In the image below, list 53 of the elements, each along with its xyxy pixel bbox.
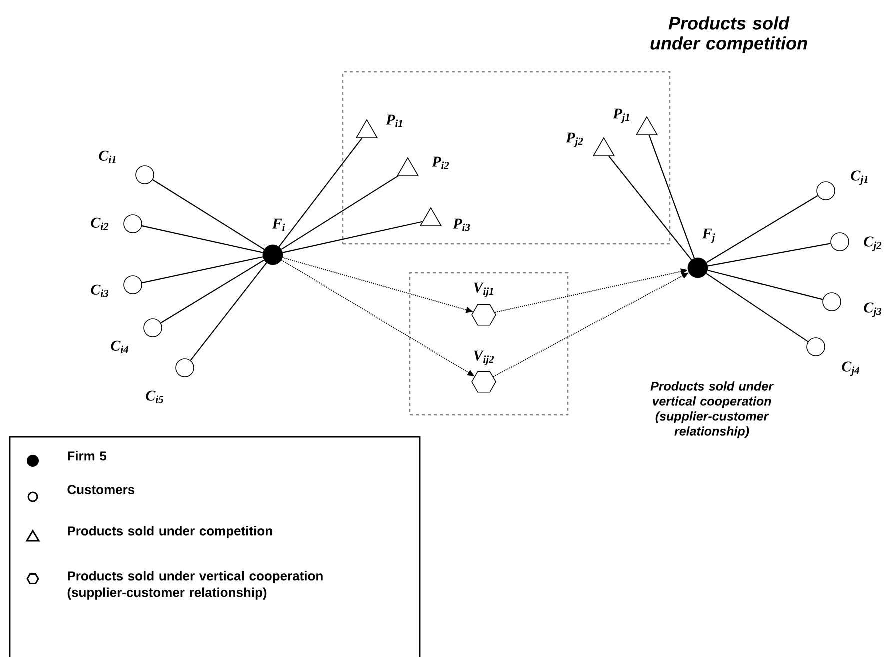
connector-line [142,226,264,254]
node-label: P$_{i2}$ [432,156,450,170]
node-label: P$_{i3}$ [453,218,470,232]
legend-entry: Firm 5 [27,451,107,467]
group-box [409,272,569,416]
node-label: C$_{i2}$ [91,218,109,230]
customer-node: C$_{i2}$ [91,214,142,234]
competition-product-node: P$_{i2}$ [396,156,450,176]
customer-node: C$_{j1}$ [816,170,868,200]
node-label: C$_{i3}$ [91,284,109,298]
customer-node: C$_{j4}$ [806,338,860,376]
node-label: C$_{j3}$ [864,302,882,318]
firm-node: F$_{j}$ [688,228,716,278]
node-label: P$_{j1}$ [613,108,630,124]
customer-node: C$_{i5}$ [146,358,194,404]
node-label: C$_{j2}$ [864,236,882,252]
connector-line [708,270,824,300]
firm-node: F$_{i}$ [262,218,286,266]
node-label: F$_{i}$ [272,218,286,232]
connector-line [160,260,265,324]
competition-product-node: P$_{i1}$ [356,114,402,138]
node-label: V$_{ij1}$ [474,282,494,298]
customer-node: C$_{i3}$ [91,276,142,298]
customer-node: C$_{i1}$ [99,150,154,184]
caption-text: Products sold under vertical cooperation (supplier-customer relationship) [650,382,774,438]
cooperation-product-node: V$_{ij2}$ [472,350,496,393]
connector-line [608,156,692,260]
connector-line [142,256,264,284]
connector-line [282,221,423,254]
node-label: Products sold under competition [650,16,808,54]
connector-line [708,243,831,267]
connector-line [706,273,808,342]
legend-entry: Products sold under vertical cooperation (supplier-customer relationship) [26,571,323,600]
node-label: C$_{i5}$ [146,390,164,404]
connector-line [281,176,398,250]
node-label: P$_{j2}$ [566,132,584,148]
legend-entry: Customers [28,485,135,502]
connector-line [706,195,818,264]
connector-line [278,138,363,248]
node-label: C$_{i1}$ [99,150,116,164]
node-label: V$_{ij2}$ [474,350,494,366]
customer-node: C$_{i4}$ [111,318,162,354]
connector-line [648,135,696,259]
node-label: C$_{j1}$ [851,170,868,186]
node-label: C$_{j4}$ [842,362,860,376]
node-label: C$_{i4}$ [111,340,129,354]
cooperation-product-node: V$_{ij1}$ [472,282,496,326]
node-label: F$_{j}$ [702,228,716,244]
customer-node: C$_{j3}$ [822,292,882,318]
connector-line [190,262,268,361]
node-label: P$_{i1}$ [386,114,402,128]
customer-node: C$_{j2}$ [830,232,882,252]
connector-line [152,180,265,250]
